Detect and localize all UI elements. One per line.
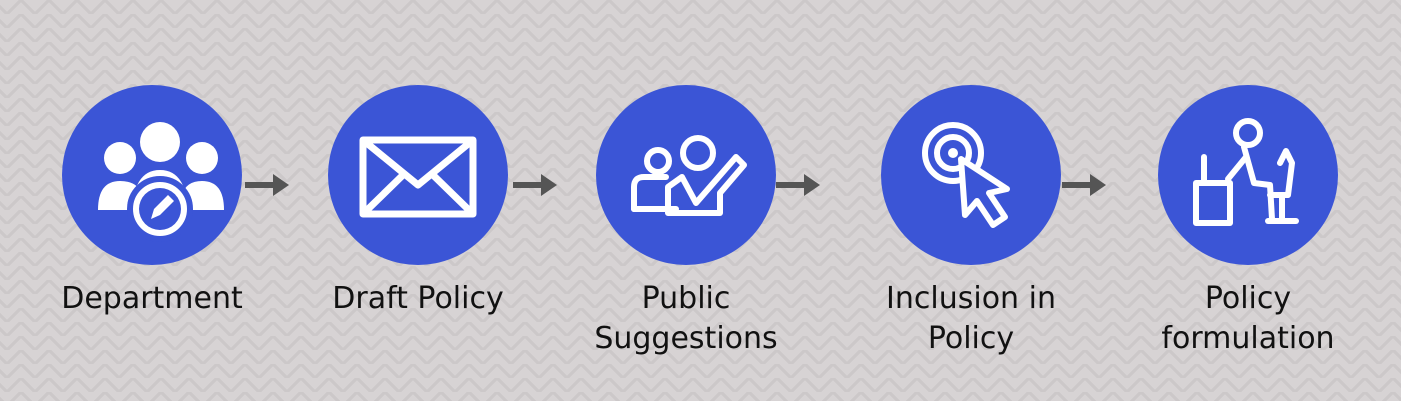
step-inclusion-in-policy: Inclusion in Policy	[861, 85, 1081, 385]
step-department: Department	[42, 85, 262, 385]
people-group-pen-icon	[98, 122, 224, 242]
step-draft-policy: Draft Policy	[308, 85, 528, 385]
arrow-right-icon	[1062, 174, 1106, 196]
step-circle	[881, 85, 1061, 265]
people-checkmark-icon	[631, 135, 747, 216]
step-label: Inclusion in Policy	[886, 281, 1056, 356]
step-circle	[596, 85, 776, 265]
step-label: Policy formulation	[1161, 281, 1335, 356]
target-cursor-icon	[922, 122, 1010, 228]
step-circle	[328, 85, 508, 265]
step-circle	[1158, 85, 1338, 265]
arrow-right-icon	[513, 174, 557, 196]
step-label: Department	[61, 281, 243, 316]
step-public-suggestions: Public Suggestions	[576, 85, 796, 385]
step-circle	[62, 85, 242, 265]
arrow-right-icon	[245, 174, 289, 196]
step-label: Draft Policy	[332, 281, 504, 316]
step-policy-formulation: Policy formulation	[1138, 85, 1358, 385]
person-at-desk-icon	[1193, 118, 1299, 226]
envelope-icon	[359, 136, 477, 218]
arrow-right-icon	[776, 174, 820, 196]
step-label: Public Suggestions	[594, 281, 778, 356]
